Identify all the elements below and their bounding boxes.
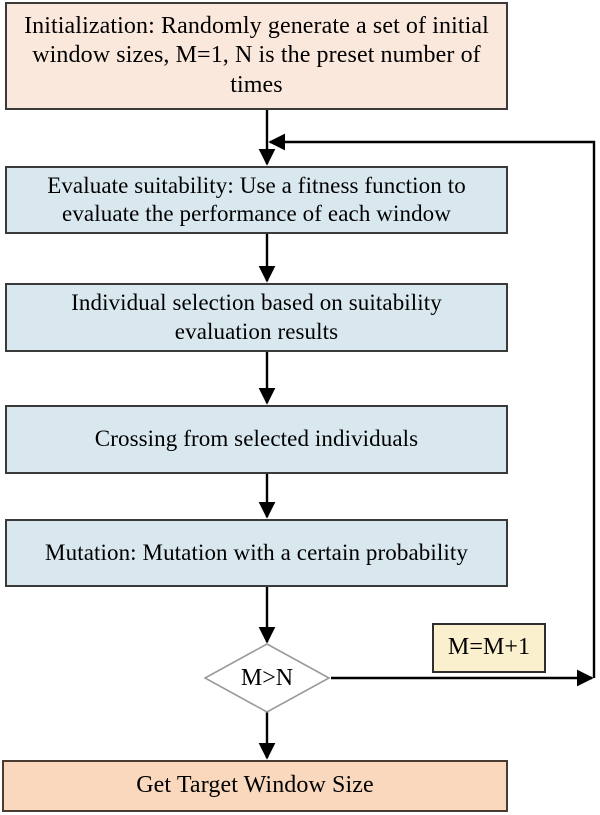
node-increment-counter[interactable]: M=M+1 <box>432 623 546 673</box>
node-increment-counter-label: M=M+1 <box>447 634 531 661</box>
node-evaluate-suitability-label: Evaluate suitability: Use a fitness func… <box>47 172 466 226</box>
node-crossing[interactable]: Crossing from selected individuals <box>5 405 508 474</box>
node-initialization-label: Initialization: Randomly generate a set … <box>24 13 489 98</box>
diamond-shape <box>203 643 331 713</box>
node-individual-selection-label: Individual selection based on suitabilit… <box>71 290 442 344</box>
node-decision-m-gt-n[interactable]: M>N <box>203 642 331 714</box>
node-get-target-window-size-label: Get Target Window Size <box>136 772 374 799</box>
node-mutation-label: Mutation: Mutation with a certain probab… <box>45 539 468 565</box>
node-mutation[interactable]: Mutation: Mutation with a certain probab… <box>5 519 508 587</box>
node-individual-selection[interactable]: Individual selection based on suitabilit… <box>5 283 508 352</box>
node-evaluate-suitability[interactable]: Evaluate suitability: Use a fitness func… <box>5 166 508 234</box>
node-crossing-label: Crossing from selected individuals <box>94 426 419 452</box>
node-initialization[interactable]: Initialization: Randomly generate a set … <box>5 2 508 110</box>
node-get-target-window-size[interactable]: Get Target Window Size <box>2 760 508 812</box>
node-decision-label: M>N <box>240 664 294 691</box>
